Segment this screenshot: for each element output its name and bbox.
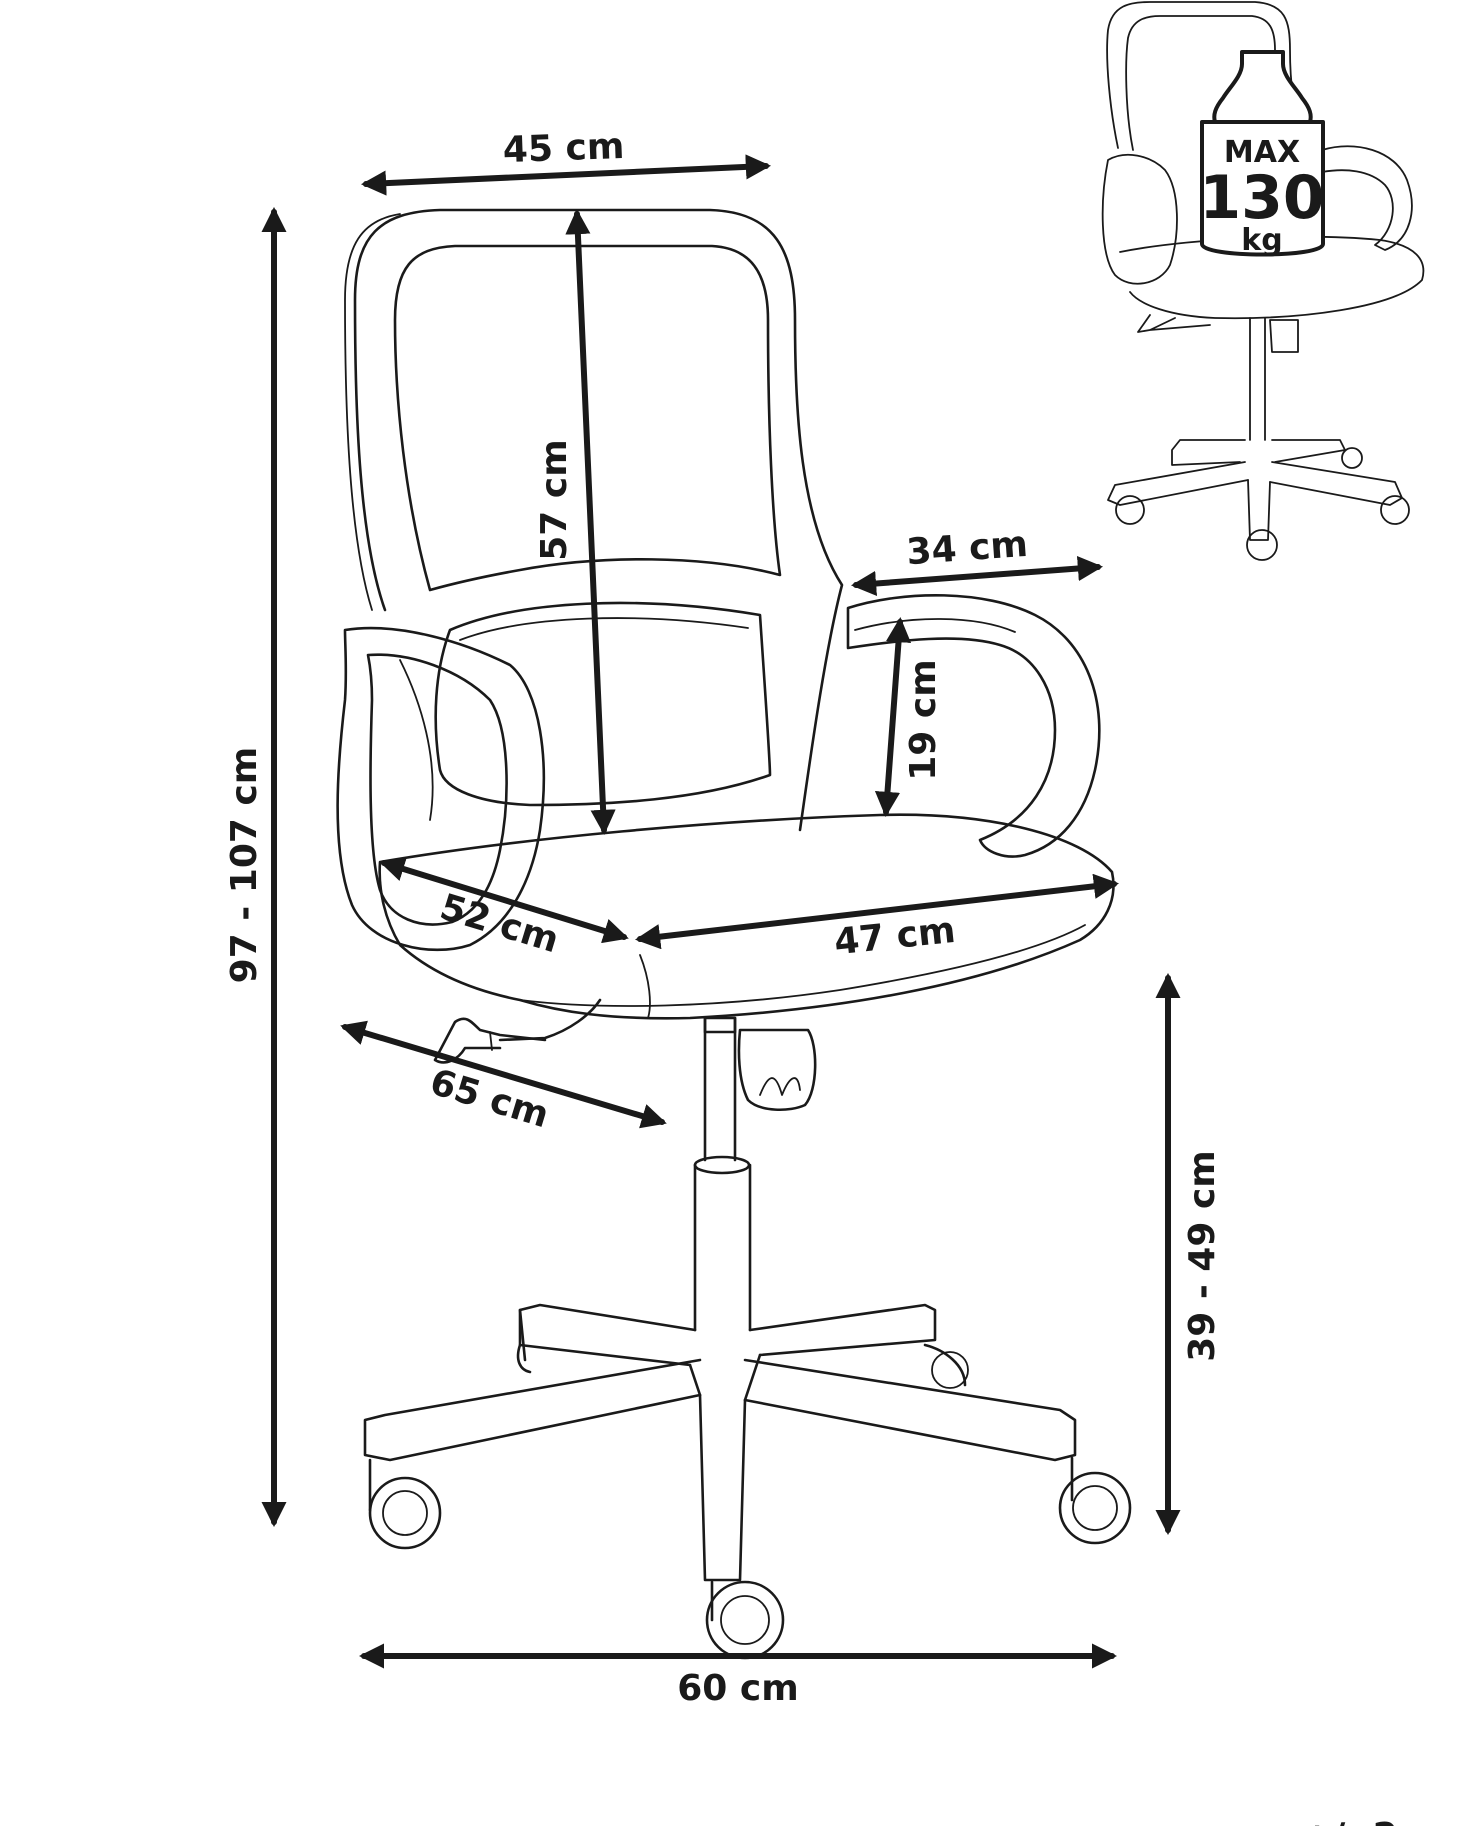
chair-thumbnail-icon (1101, 1, 1425, 561)
caster-icon (368, 1343, 1132, 1660)
dim-line-width-top (360, 154, 772, 196)
label-armrest-depth: 34 cm (905, 524, 1029, 573)
max-load-unit: kg (1241, 223, 1282, 258)
dimension-labels: 45 cm 57 cm 97 - 107 cm 34 cm 19 cm 52 c… (224, 126, 1460, 1826)
dim-line-backrest-height (565, 208, 616, 836)
dimension-lines (261, 154, 1181, 1669)
label-base-width: 60 cm (677, 1668, 798, 1709)
weight-icon (1200, 50, 1325, 257)
dim-line-armrest-depth (850, 555, 1104, 597)
dim-line-depth-base (340, 1020, 667, 1129)
dim-line-seat-width (634, 873, 1120, 950)
label-tolerance: +/- 2 cm (1302, 1816, 1460, 1826)
label-seat-height: 39 - 49 cm (1182, 1150, 1223, 1362)
label-width-top: 45 cm (502, 126, 625, 171)
dim-line-armrest-height (874, 616, 912, 818)
max-load-label: MAX (1224, 135, 1300, 170)
label-seat-width: 47 cm (832, 910, 957, 963)
max-load-value: 130 (1199, 163, 1324, 233)
max-load-badge: MAX 130 kg (1199, 50, 1325, 258)
dim-line-seat-depth (379, 856, 629, 944)
chair-illustration (336, 208, 1132, 1660)
label-total-height: 97 - 107 cm (224, 747, 265, 984)
label-armrest-height: 19 cm (903, 659, 944, 780)
label-backrest-height: 57 cm (534, 439, 575, 560)
